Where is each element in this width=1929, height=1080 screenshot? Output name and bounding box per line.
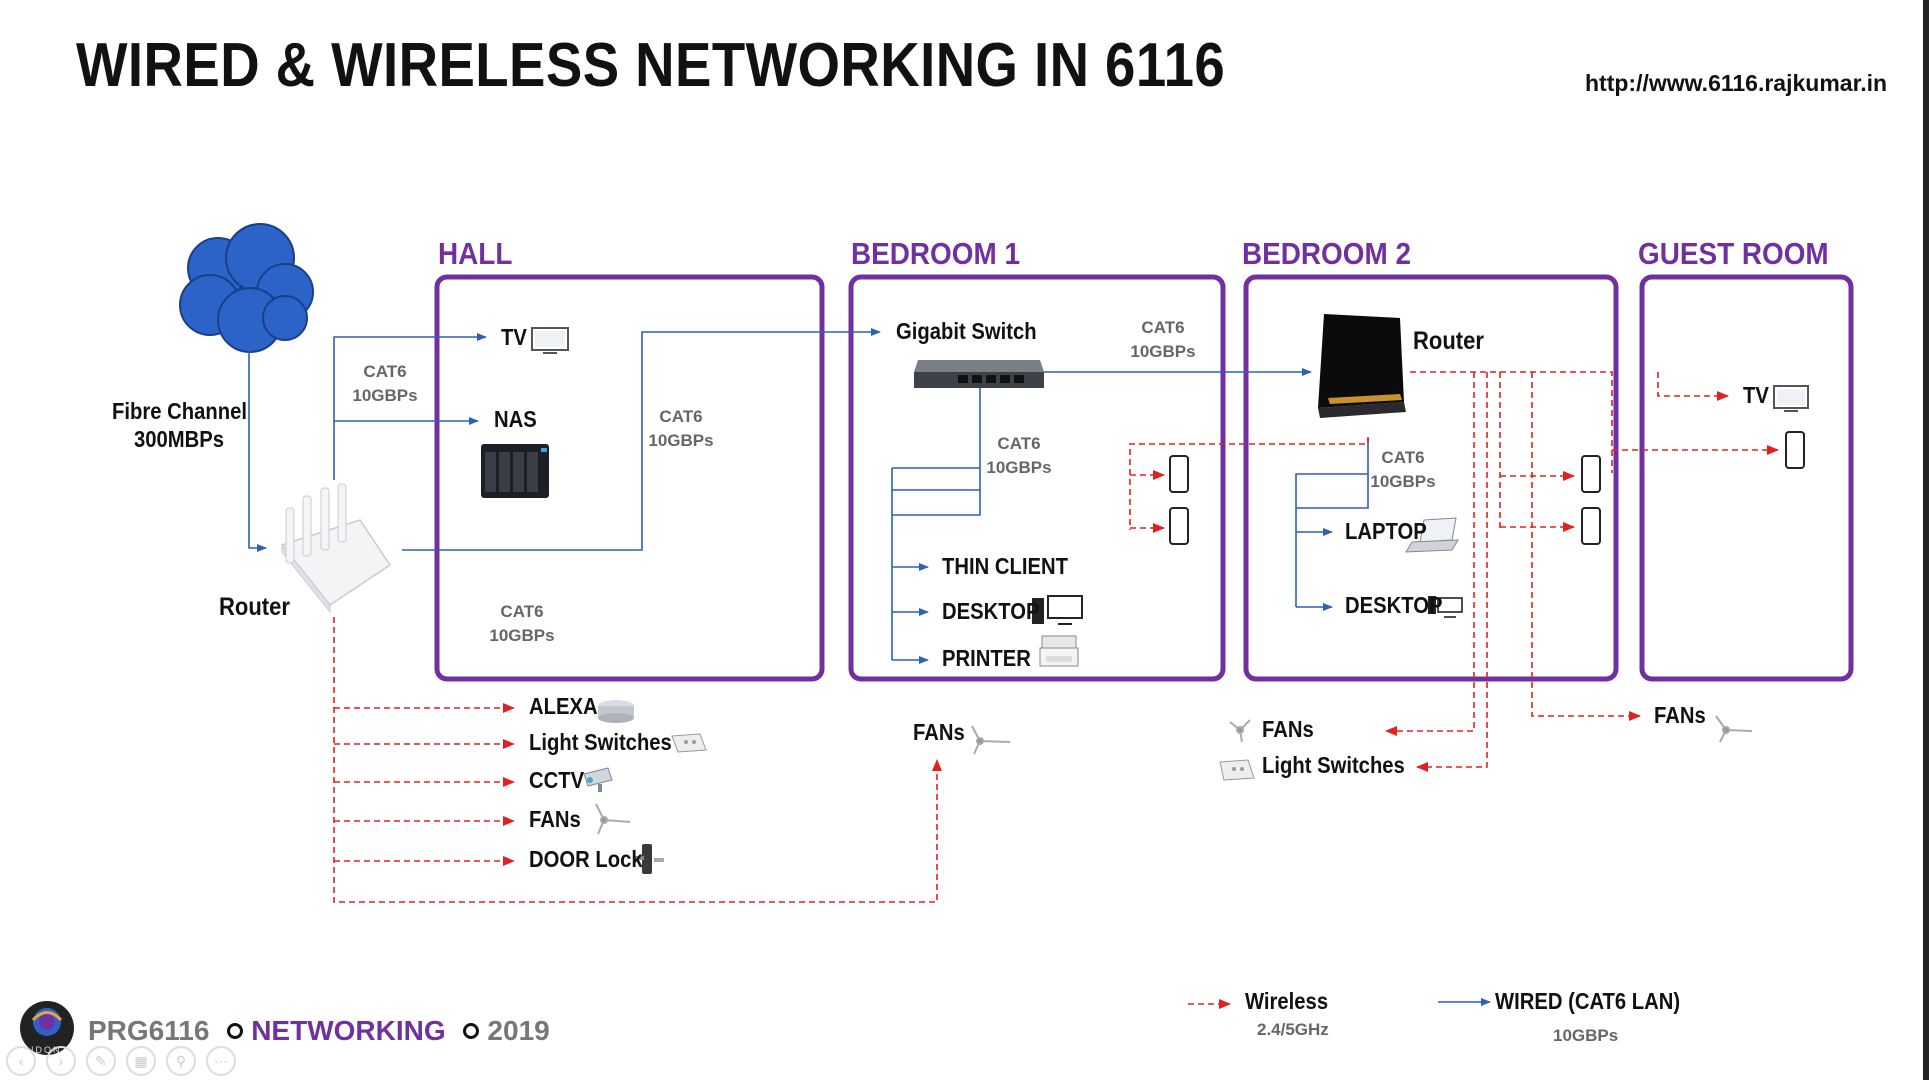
room-title-bedroom2: BEDROOM 2 bbox=[1242, 236, 1411, 271]
laptop-icon bbox=[1405, 517, 1459, 553]
alexa-icon bbox=[598, 700, 634, 723]
bedroom1-room-box bbox=[848, 274, 1226, 682]
wifi-guest-fans bbox=[1531, 372, 1641, 721]
b2-desktop-label: DESKTOP bbox=[1345, 592, 1443, 618]
phone-icon bbox=[1169, 431, 1805, 545]
fibre-speed-label: 300MBPs bbox=[134, 426, 225, 452]
room-title-guest: GUEST ROOM bbox=[1638, 236, 1829, 271]
wifi-guest-tv bbox=[1657, 372, 1729, 401]
wire-switch-drop bbox=[892, 385, 981, 516]
wire-switch-bus bbox=[892, 467, 980, 491]
logo-text: IDON bbox=[31, 1045, 62, 1055]
fan-icon bbox=[595, 803, 631, 835]
room-title-hall: HALL bbox=[438, 236, 513, 271]
nas-icon bbox=[481, 444, 549, 498]
wifi-r2-bus bbox=[1410, 371, 1613, 473]
thin-client-label: THIN CLIENT bbox=[942, 553, 1068, 579]
fibre-channel-label: Fibre Channel bbox=[112, 398, 247, 424]
cctv-icon bbox=[583, 767, 613, 792]
printer-icon bbox=[1039, 635, 1079, 667]
footer-dot-1 bbox=[227, 1023, 244, 1040]
prev-slide-button[interactable]: ‹ bbox=[6, 1046, 36, 1076]
legend-wireless-sub: 2.4/5GHz bbox=[1257, 1020, 1329, 1039]
b2-light-switch-icon bbox=[1219, 759, 1255, 781]
guest-room-box bbox=[1639, 274, 1854, 682]
footer-topic: NETWORKING bbox=[251, 1015, 446, 1046]
internet-cloud-icon bbox=[179, 223, 314, 353]
alexa-label: ALEXA bbox=[529, 693, 598, 719]
room-title-bedroom1: BEDROOM 1 bbox=[851, 236, 1020, 271]
bedroom2-router-icon bbox=[1318, 314, 1406, 418]
next-slide-button[interactable]: › bbox=[46, 1046, 76, 1076]
fans-label: FANs bbox=[529, 806, 581, 832]
zoom-button[interactable]: ⚲ bbox=[166, 1046, 196, 1076]
desktop2-icon bbox=[1428, 596, 1463, 618]
bedroom2-router-label: Router bbox=[1413, 327, 1484, 355]
wire-cloud-router bbox=[248, 345, 267, 552]
footer-dot-2 bbox=[463, 1023, 480, 1040]
legend-wired-label: WIRED (CAT6 LAN) bbox=[1495, 988, 1681, 1014]
printer-label: PRINTER bbox=[942, 645, 1031, 671]
guest-tv-icon bbox=[1773, 385, 1809, 412]
hall-room-box bbox=[434, 274, 825, 682]
b1-fan-icon bbox=[971, 725, 1011, 755]
guest-fans-label: FANs bbox=[1654, 702, 1706, 728]
tv-icon bbox=[531, 327, 569, 354]
b2-fans-label: FANs bbox=[1262, 716, 1314, 742]
main-router-label: Router bbox=[219, 593, 290, 621]
desktop-icon bbox=[1032, 595, 1083, 625]
guest-fan-icon bbox=[1715, 715, 1753, 743]
nas-label: NAS bbox=[494, 406, 537, 432]
b2-fan-icon bbox=[1229, 719, 1251, 743]
cctv-label: CCTV bbox=[529, 767, 585, 793]
hall-tv-label: TV bbox=[501, 324, 527, 350]
wifi-b1-phones bbox=[1129, 437, 1369, 530]
light-switch-icon bbox=[671, 733, 707, 753]
wifi-router-bus bbox=[333, 617, 942, 903]
wifi-b2-switches bbox=[1416, 372, 1488, 772]
pen-tool-button[interactable]: ✎ bbox=[86, 1046, 116, 1076]
site-url-link[interactable]: http://www.6116.rajkumar.in bbox=[1585, 70, 1888, 96]
wire-b2-top bbox=[1296, 474, 1369, 509]
guest-tv-label: TV bbox=[1743, 382, 1769, 408]
slides-grid-button[interactable]: ▦ bbox=[126, 1046, 156, 1076]
window-edge bbox=[1923, 0, 1929, 1080]
wire-router2-drop bbox=[1295, 438, 1369, 607]
gigabit-switch-label: Gigabit Switch bbox=[896, 318, 1037, 344]
b2-light-switches-label: Light Switches bbox=[1262, 752, 1405, 778]
more-options-button[interactable]: ⋯ bbox=[206, 1046, 236, 1076]
wire-router-switch bbox=[402, 328, 881, 551]
door-lock-icon bbox=[634, 844, 664, 874]
footer-brand: PRG6116 NETWORKING 2019 bbox=[88, 1015, 550, 1047]
gigabit-switch-icon bbox=[914, 360, 1044, 388]
legend-wireless-label: Wireless bbox=[1245, 988, 1329, 1014]
slide-nav-toolbar: ‹ › ✎ ▦ ⚲ ⋯ bbox=[6, 1046, 236, 1076]
bedroom2-room-box bbox=[1243, 274, 1619, 682]
idon-logo-icon bbox=[20, 1001, 74, 1055]
main-router-icon bbox=[280, 483, 392, 614]
door-lock-label: DOOR Lock bbox=[529, 846, 643, 872]
b1-fans-label: FANs bbox=[913, 719, 965, 745]
footer-year: 2019 bbox=[487, 1015, 550, 1046]
page-title: WIRED & WIRELESS NETWORKING IN 6116 bbox=[76, 31, 1226, 100]
laptop-label: LAPTOP bbox=[1345, 518, 1427, 544]
light-switches-label: Light Switches bbox=[529, 729, 672, 755]
footer-code: PRG6116 bbox=[88, 1015, 210, 1046]
desktop-label: DESKTOP bbox=[942, 598, 1040, 624]
legend-wired-sub: 10GBPs bbox=[1553, 1026, 1619, 1045]
wire-router-tv bbox=[333, 333, 487, 480]
